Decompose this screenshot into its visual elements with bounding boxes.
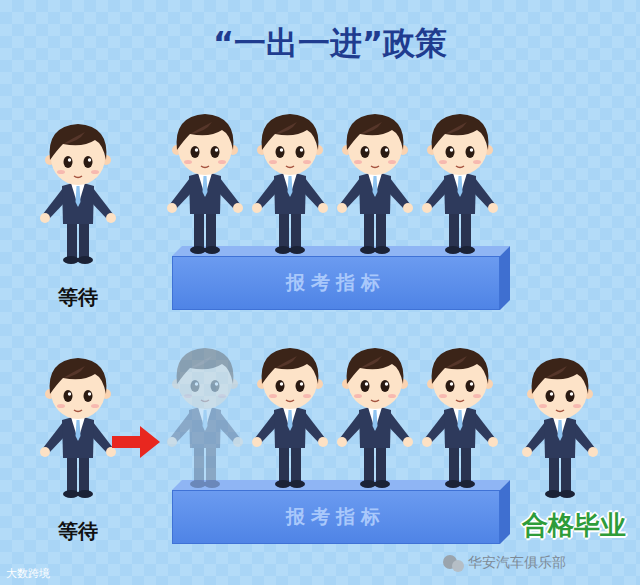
wechat-icon [452,560,464,572]
wait-label: 等待 [58,284,98,311]
waiting-person [40,124,116,264]
person [252,348,328,488]
watermark: 华安汽车俱乐部 [468,554,566,572]
leaving-person [522,358,598,498]
platform-box: 报考指标 [172,256,500,310]
person [252,114,328,254]
waiting-person [40,358,116,498]
person [167,114,243,254]
platform-side [500,480,510,544]
person [337,348,413,488]
platform-side [500,246,510,310]
person [337,114,413,254]
watermark: 大数跨境 [6,566,50,581]
person [422,348,498,488]
faded-person [167,348,243,488]
watermark: 合格毕业 [522,508,626,543]
platform-box: 报考指标 [172,490,500,544]
person [422,114,498,254]
platform-label: 报考指标 [286,504,386,530]
red-arrow [112,426,160,458]
wait-label: 等待 [58,518,98,545]
title: “一出一进”政策 [213,22,447,66]
platform-label: 报考指标 [286,270,386,296]
